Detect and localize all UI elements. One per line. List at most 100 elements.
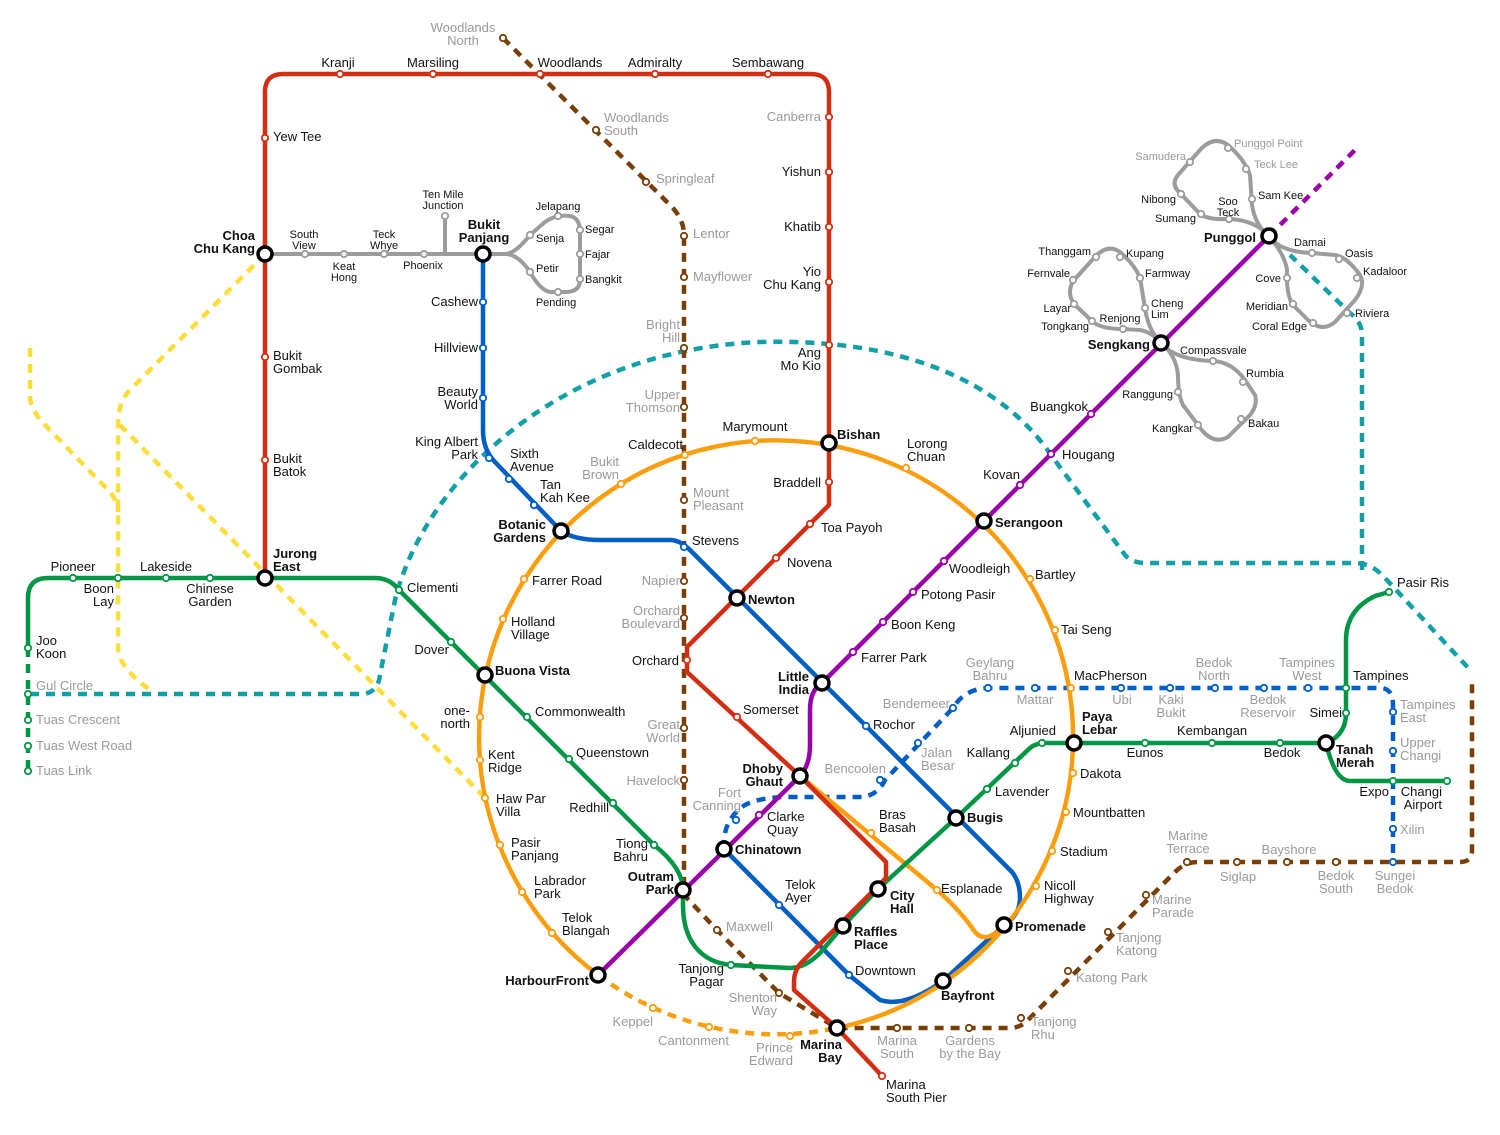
station-marker-jurong-east[interactable] [256,569,274,587]
station-marker-layar[interactable] [1069,299,1079,309]
station-label-yew-tee[interactable]: Yew Tee [273,129,321,144]
station-marker-great-world[interactable] [679,723,689,733]
station-marker-kent-ridge[interactable] [475,755,485,765]
station-marker-rumbia[interactable] [1238,377,1248,387]
station-marker-keppel[interactable] [648,1003,658,1013]
station-marker-bangkit[interactable] [575,274,585,284]
station-marker-eunos[interactable] [1140,738,1150,748]
station-marker-pioneer[interactable] [68,573,78,583]
station-marker-fernvale[interactable] [1068,275,1078,285]
station-label-damai[interactable]: Damai [1294,237,1326,249]
station-marker-bras-basah[interactable] [866,828,876,838]
station-marker-oasis[interactable] [1334,254,1344,264]
station-marker-prince-edward[interactable] [785,1031,795,1041]
station-label-fernvale[interactable]: Fernvale [1027,268,1070,280]
station-marker-haw-par-villa[interactable] [480,793,490,803]
station-label-simei[interactable]: Simei [1309,705,1342,720]
station-marker-riviera[interactable] [1342,308,1352,318]
station-marker-paya-lebar[interactable] [1065,734,1083,752]
station-label-meridian[interactable]: Meridian [1246,301,1288,313]
station-marker-changi-airport[interactable] [1442,776,1452,786]
station-marker-bendemeer[interactable] [948,703,958,713]
station-marker-sungei-bedok[interactable] [1388,857,1398,867]
station-label-novena[interactable]: Novena [787,555,833,570]
station-marker-esplanade[interactable] [932,885,942,895]
station-marker-tanjong-rhu[interactable] [1016,1013,1026,1023]
station-label-xilin[interactable]: Xilin [1400,822,1425,837]
station-marker-clarke-quay[interactable] [754,810,764,820]
station-label-farrer-road[interactable]: Farrer Road [532,573,602,588]
station-label-compassvale[interactable]: Compassvale [1180,345,1247,357]
station-marker-aljunied[interactable] [1037,738,1047,748]
station-marker-kadaloor[interactable] [1352,273,1362,283]
station-label-ubi[interactable]: Ubi [1112,692,1132,707]
station-label-kangkar[interactable]: Kangkar [1152,423,1193,435]
station-marker-compassvale[interactable] [1208,356,1218,366]
station-marker-havelock[interactable] [679,775,689,785]
station-label-tampines[interactable]: Tampines [1353,668,1409,683]
station-label-maxwell[interactable]: Maxwell [726,919,773,934]
station-label-commonwealth[interactable]: Commonwealth [535,704,625,719]
station-marker-somerset[interactable] [732,712,742,722]
station-label-samudera[interactable]: Samudera [1135,151,1187,163]
station-marker-tampines-east[interactable] [1388,707,1398,717]
station-marker-braddell[interactable] [824,477,834,487]
station-label-segar[interactable]: Segar [585,224,615,236]
station-marker-yishun[interactable] [824,167,834,177]
station-marker-keat-hong[interactable] [339,249,349,259]
station-label-yishun[interactable]: Yishun [782,164,821,179]
station-label-mountbatten[interactable]: Mountbatten [1073,805,1145,820]
station-label-napier[interactable]: Napier [642,573,681,588]
station-label-aljunied[interactable]: Aljunied [1010,723,1056,738]
station-marker-sembawang[interactable] [763,69,773,79]
station-marker-clementi[interactable] [394,585,404,595]
station-marker-outram-park[interactable] [674,881,692,899]
station-marker-ang-mo-kio[interactable] [824,340,834,350]
station-label-riviera[interactable]: Riviera [1355,308,1390,320]
station-marker-bukit-panjang[interactable] [474,245,492,263]
station-label-rumbia[interactable]: Rumbia [1246,368,1285,380]
station-label-marsiling[interactable]: Marsiling [407,55,459,70]
station-label-chinatown[interactable]: Chinatown [735,842,801,857]
station-marker-coral-edge[interactable] [1308,318,1318,328]
station-marker-katong-park[interactable] [1063,966,1073,976]
station-marker-caldecott[interactable] [680,450,690,460]
station-marker-nibong[interactable] [1176,189,1186,199]
station-marker-lentor[interactable] [679,231,689,241]
station-marker-bencoolen[interactable] [875,775,885,785]
station-marker-woodlands-south[interactable] [591,125,601,135]
station-label-kupang[interactable]: Kupang [1126,248,1164,260]
station-marker-nicoll-highway[interactable] [1031,881,1041,891]
station-label-toa-payoh[interactable]: Toa Payoh [821,520,882,535]
station-label-buangkok[interactable]: Buangkok [1030,399,1088,414]
station-marker-kranji[interactable] [335,69,345,79]
station-marker-bright-hill[interactable] [679,343,689,353]
station-label-cashew[interactable]: Cashew [431,294,479,309]
station-label-punggol[interactable]: Punggol [1204,230,1256,245]
station-marker-sengkang[interactable] [1152,334,1170,352]
station-label-bartley[interactable]: Bartley [1035,567,1076,582]
station-marker-springleaf[interactable] [641,177,651,187]
station-marker-tiong-bahru[interactable] [649,840,659,850]
